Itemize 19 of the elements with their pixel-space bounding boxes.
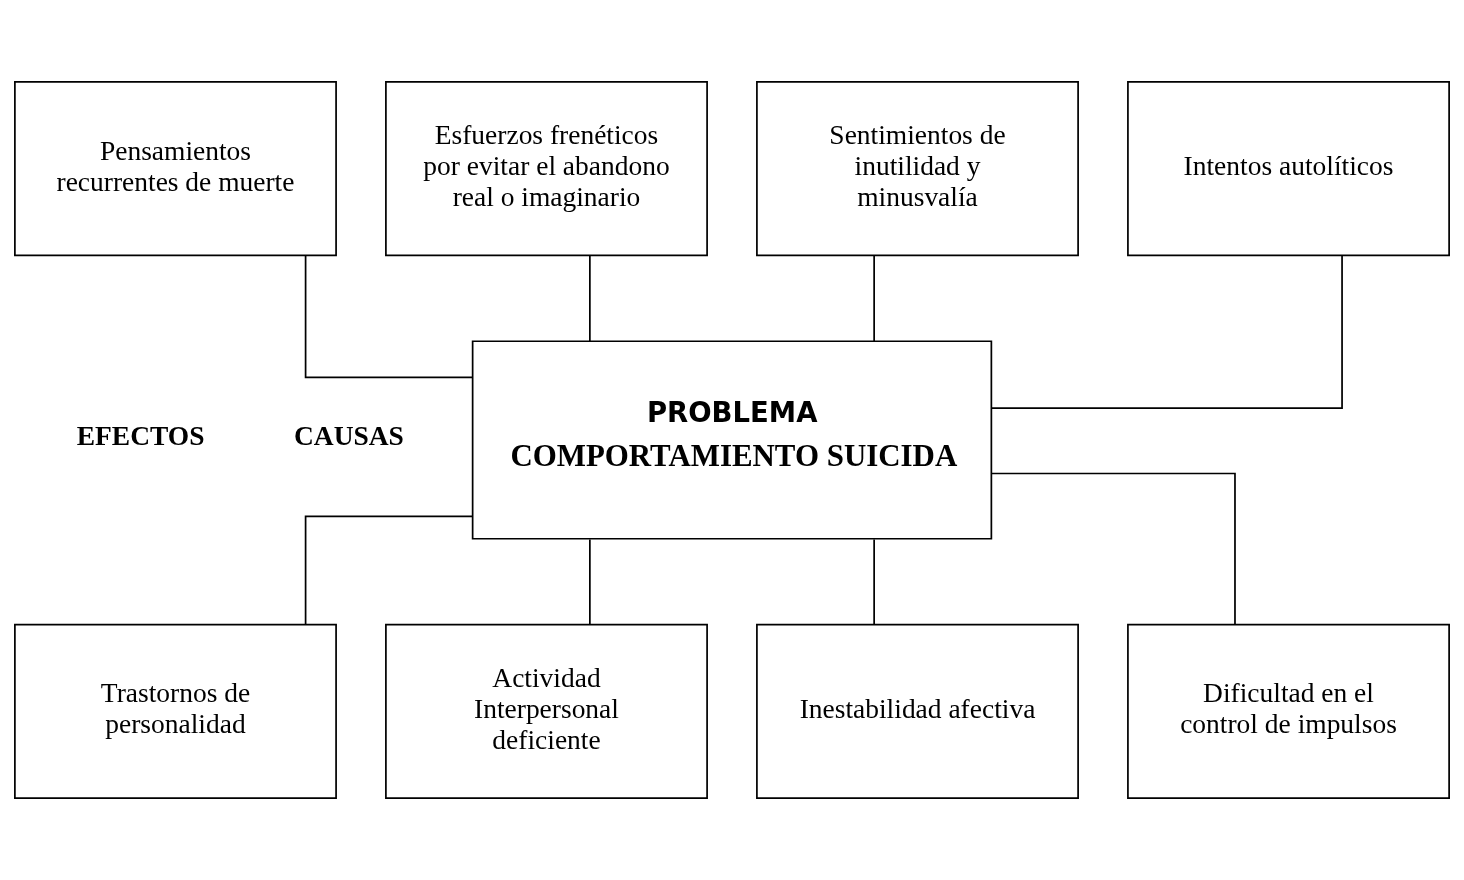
connector [589, 538, 591, 626]
node-box: Inestabilidad afectiva [756, 623, 1079, 799]
connector [990, 472, 1236, 625]
connector [873, 538, 875, 626]
label: CAUSAS [294, 420, 404, 451]
connector [990, 254, 1343, 410]
node-box: Sentimientos de inutilidad y minusvalía [756, 81, 1079, 257]
node-box: Pensamientos recurrentes de muerte [14, 81, 337, 257]
connector [589, 255, 591, 342]
node-box: Dificultad en el control de impulsos [1127, 623, 1450, 799]
connector [304, 255, 474, 379]
node-box: Trastornos de personalidad [14, 623, 337, 799]
label: EFECTOS [76, 420, 205, 451]
node-box: PROBLEMA COMPORTAMIENTO SUICIDA [471, 340, 993, 540]
connector [873, 255, 875, 342]
node-box: Esfuerzos frenéticos por evitar el abandono real o imaginario [385, 81, 708, 257]
connector [304, 515, 474, 626]
node-box: Intentos autolíticos [1127, 81, 1450, 257]
node-box: Actividad Interpersonal deficiente [385, 623, 708, 799]
